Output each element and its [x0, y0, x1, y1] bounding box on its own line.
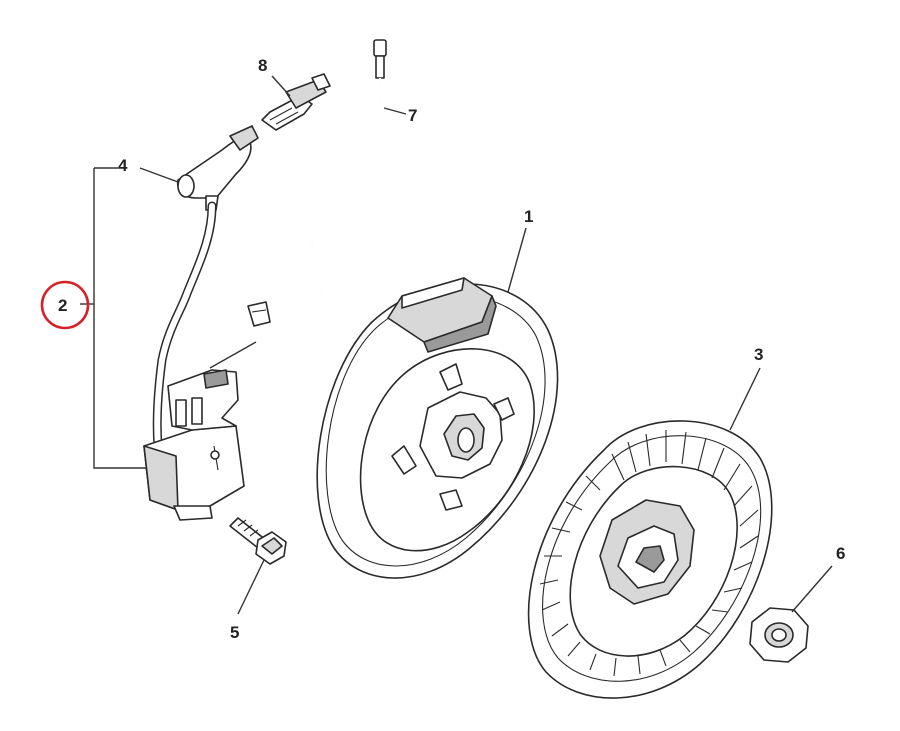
label-1: 1 [524, 207, 533, 226]
mounting-bolt[interactable] [229, 517, 287, 565]
plug-boot[interactable] [176, 125, 259, 211]
label-6: 6 [836, 544, 845, 563]
label-8: 8 [258, 56, 267, 75]
label-3: 3 [754, 345, 763, 364]
leader-1 [507, 227, 527, 293]
label-4: 4 [118, 156, 128, 175]
ignition-coil[interactable] [143, 201, 245, 521]
leader-lines [80, 75, 833, 615]
leader-3 [729, 367, 761, 431]
leader-4 [139, 167, 179, 183]
spark-plug[interactable] [261, 73, 331, 131]
leader-5 [237, 559, 265, 615]
label-5: 5 [230, 623, 239, 642]
label-2: 2 [58, 296, 67, 315]
flywheel-nut[interactable] [749, 607, 809, 663]
bracket-2 [93, 168, 146, 469]
leader-8 [271, 75, 291, 97]
label-7: 7 [408, 106, 417, 125]
cooling-fan[interactable] [527, 420, 773, 699]
leader-7 [383, 107, 407, 115]
leader-7-coil [209, 341, 257, 369]
leader-6 [791, 565, 833, 613]
ground-wire[interactable] [247, 39, 387, 327]
flywheel[interactable] [316, 277, 559, 579]
highlight-circle-2 [40, 280, 90, 330]
